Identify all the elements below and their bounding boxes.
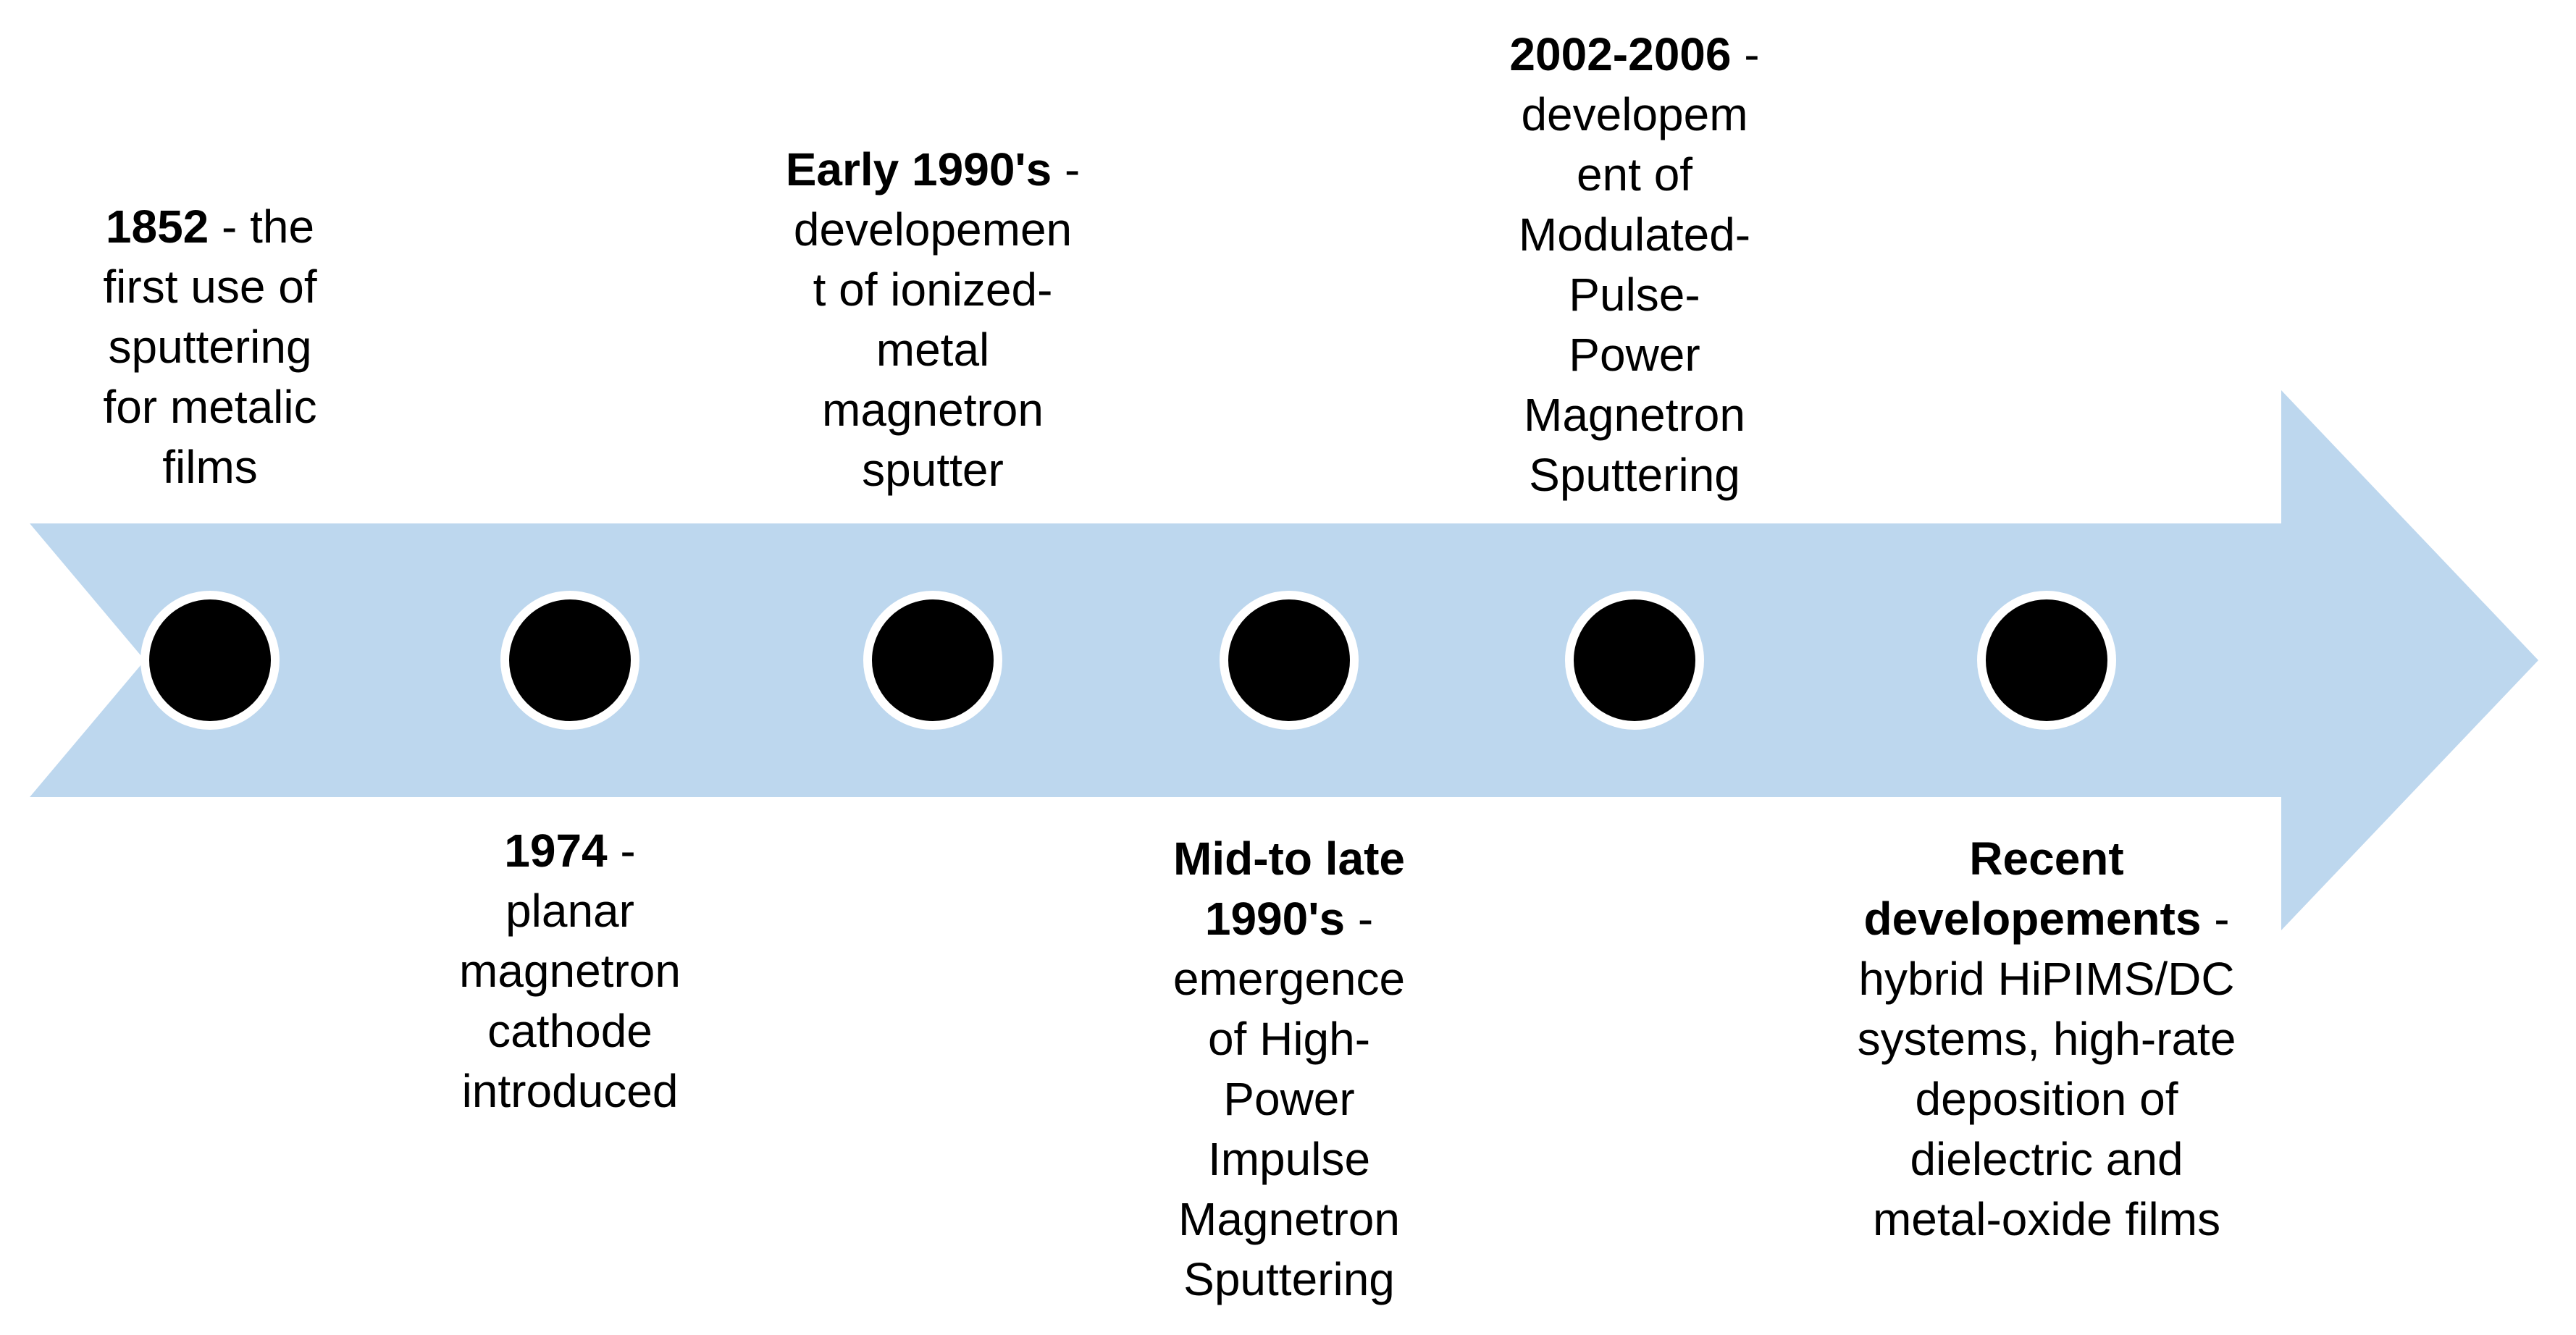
event-label-line: 1990's - [1130,889,1448,949]
event-title-segment: Recent [1969,833,2124,885]
event-label-line: t of ionized- [752,260,1114,320]
event-label-line: magnetron [418,941,722,1001]
timeline-marker-5 [1565,591,1704,730]
event-label-line: dielectric and [1822,1129,2271,1189]
event-text-segment: hybrid HiPIMS/DC [1858,953,2235,1005]
event-label-line: for metalic [58,377,362,437]
event-text-segment: sputtering [108,321,312,373]
event-text-segment: Power [1569,329,1700,381]
event-label-line: Sputtering [1130,1250,1448,1310]
event-label-line: 2002-2006 - [1468,25,1801,85]
event-label-line: films [58,437,362,497]
event-text-segment: emergence [1172,953,1406,1005]
event-title-segment: developements [1863,893,2202,945]
event-text-segment: films [162,441,258,493]
event-text-segment: - the [209,201,315,253]
event-text-segment: cathode [487,1005,653,1057]
event-label-line: Magnetron [1468,385,1801,445]
event-text-segment: Sputtering [1183,1253,1395,1305]
event-label-line: introduced [418,1061,722,1121]
event-label-line: Power [1130,1069,1448,1129]
event-text-segment: dielectric and [1910,1133,2183,1185]
event-text-segment: Magnetron [1178,1193,1400,1245]
event-label-line: metal [752,320,1114,380]
event-label-line: first use of [58,257,362,317]
event-text-segment: introduced [461,1065,679,1117]
event-label-line: ent of [1468,145,1801,205]
event-text-segment: - [1052,143,1081,195]
event-label-line: Power [1468,325,1801,385]
timeline-marker-1 [140,591,280,730]
event-label-line: of High- [1130,1009,1448,1069]
event-title-segment: Early 1990's [785,143,1052,195]
event-text-segment: - [1731,28,1760,80]
event-text-segment: - [2201,893,2230,945]
event-label-line: Mid-to late [1130,829,1448,889]
event-label-line: developements - [1822,889,2271,949]
event-label-line: Modulated- [1468,205,1801,265]
event-text-segment: - [607,825,636,877]
event-label-line: Recent [1822,829,2271,889]
event-text-segment: Magnetron [1524,389,1745,441]
event-title-segment: 1852 [105,201,209,253]
event-label-line: developemen [752,200,1114,260]
event-text-segment: magnetron [459,945,681,997]
event-text-segment: developemen [793,203,1073,256]
event-label-line: Magnetron [1130,1189,1448,1250]
event-text-segment: Pulse- [1569,269,1700,321]
event-text-segment: for metalic [103,381,317,433]
event-label-line: metal-oxide films [1822,1189,2271,1250]
event-text-segment: Sputtering [1529,449,1740,501]
timeline-marker-2 [500,591,639,730]
event-text-segment: t of ionized- [813,264,1053,316]
event-text-segment: of High- [1207,1013,1371,1065]
event-label-line: Impulse [1130,1129,1448,1189]
event-text-segment: Modulated- [1518,209,1751,261]
event-text-segment: first use of [103,261,317,313]
event-label-line: planar [418,881,722,941]
event-text-segment: deposition of [1915,1073,2178,1125]
event-title-segment: 1990's [1204,893,1346,945]
event-text-segment: planar [505,885,634,937]
event-title-segment: Mid-to late [1173,833,1405,885]
timeline-markers [140,591,2116,730]
timeline-marker-6 [1977,591,2116,730]
event-label-line: deposition of [1822,1069,2271,1129]
event-text-segment: ent of [1576,148,1693,201]
event-text-segment: metal [876,324,990,376]
event-label-line: 1974 - [418,821,722,881]
event-text-segment: sputter [862,444,1004,496]
event-text-segment: metal-oxide films [1872,1193,2221,1245]
event-text-segment: - [1345,893,1374,945]
event-label-line: sputter [752,440,1114,500]
event-label-line: cathode [418,1001,722,1061]
event-label-line: hybrid HiPIMS/DC [1822,949,2271,1009]
timeline-marker-4 [1220,591,1359,730]
event-label-line: developem [1468,85,1801,145]
event-label-line: sputtering [58,317,362,377]
event-label-line: 1852 - the [58,197,362,257]
event-text-segment: developem [1521,88,1748,140]
event-text-segment: Impulse [1207,1133,1371,1185]
timeline-marker-3 [863,591,1002,730]
event-label-line: Early 1990's - [752,140,1114,200]
event-title-segment: 1974 [504,825,608,877]
event-text-segment: systems, high-rate [1857,1013,2236,1065]
event-title-segment: 2002-2006 [1509,28,1732,80]
event-label-line: systems, high-rate [1822,1009,2271,1069]
event-label-line: magnetron [752,380,1114,440]
event-label-line: Pulse- [1468,265,1801,325]
event-text-segment: Power [1223,1073,1355,1125]
event-text-segment: magnetron [822,384,1044,436]
event-label-line: emergence [1130,949,1448,1009]
event-label-line: Sputtering [1468,445,1801,505]
